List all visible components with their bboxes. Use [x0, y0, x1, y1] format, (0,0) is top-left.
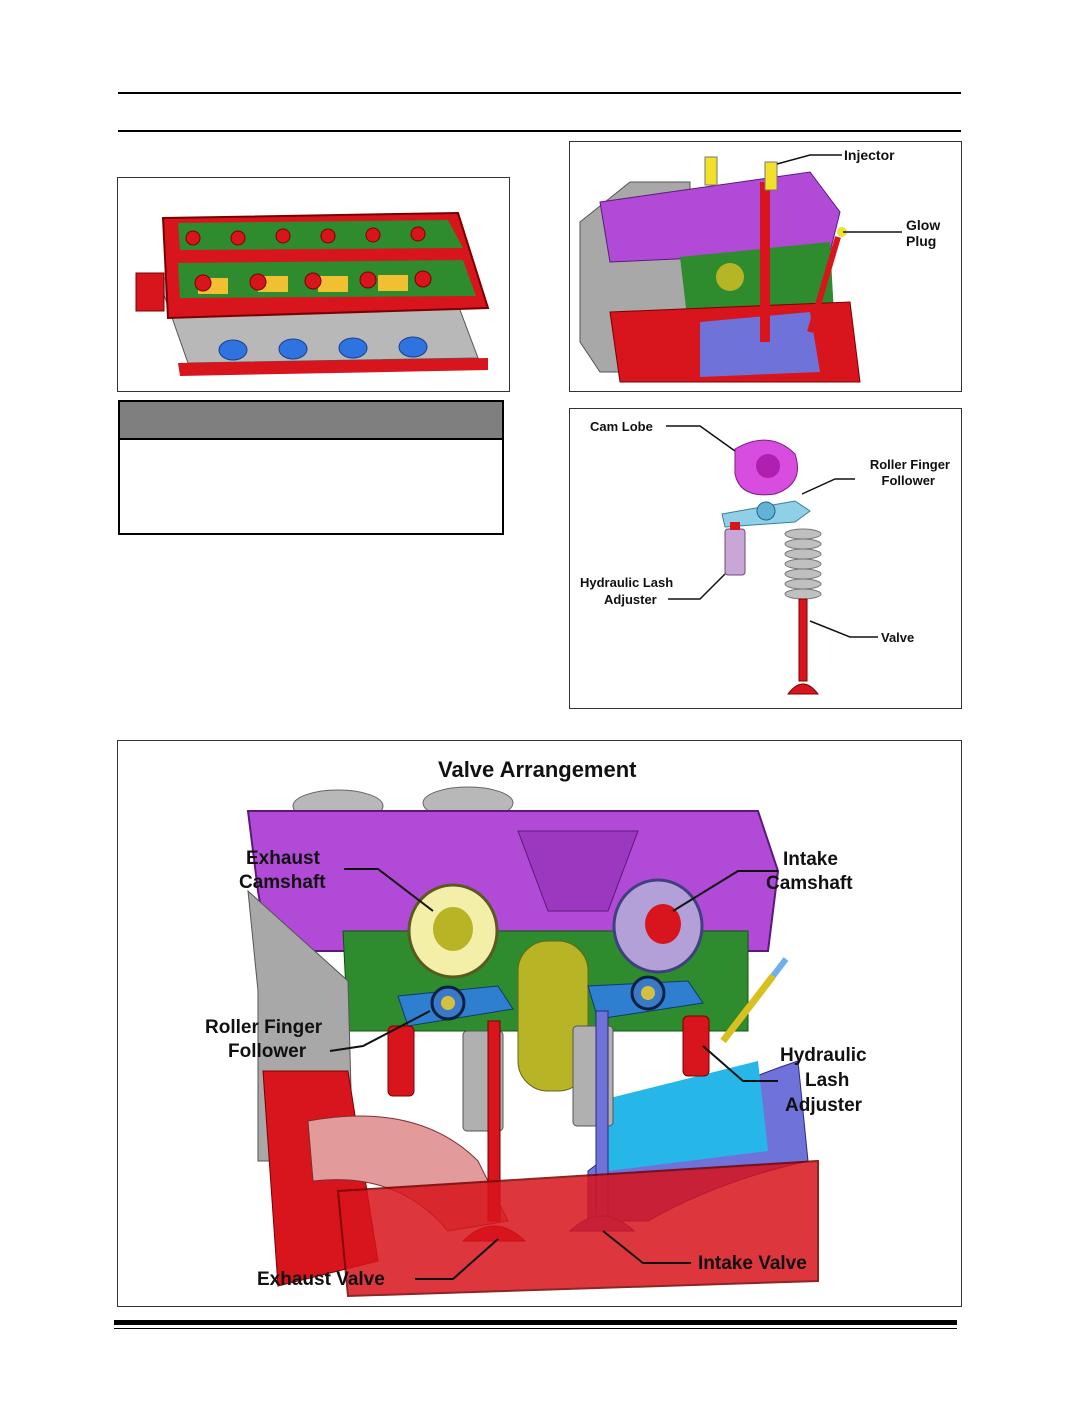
note-box-header [120, 402, 502, 440]
injector-leader [776, 154, 842, 165]
valve-leader [809, 620, 878, 638]
cylinder-head-illustration [135, 211, 490, 376]
valvetrain-detail-illustration: Cam Lobe Roller Finger Follower Hydrauli… [580, 419, 950, 695]
intake-camshaft-leader [672, 870, 778, 912]
glow-plug-callout-line2: Plug [906, 233, 936, 249]
roller-finger-callout-line2: Follower [228, 1041, 307, 1062]
cylinder-head-figure [117, 177, 510, 392]
roller-finger-leader [329, 1010, 431, 1052]
lash-adjuster-leader [668, 573, 726, 600]
figure-title: Valve Arrangement [438, 757, 637, 782]
lash-adjuster-callout-line1: Hydraulic [780, 1045, 867, 1066]
header-rule-bottom [118, 130, 961, 132]
injector-glowplug-illustration: Injector Glow Plug [579, 147, 940, 383]
roller-finger-callout-line2: Follower [882, 473, 935, 488]
roller-finger-follower-shape [721, 500, 811, 528]
exhaust-camshaft-callout-line1: Exhaust [246, 848, 321, 869]
roller-finger-callout-line1: Roller Finger [870, 457, 950, 472]
valvetrain-detail-figure: Cam Lobe Roller Finger Follower Hydrauli… [569, 408, 962, 709]
roller-finger-callout-line1: Roller Finger [205, 1017, 323, 1038]
lash-adjuster-shape [724, 522, 746, 576]
valve-spring-shape [784, 528, 822, 600]
exhaust-camshaft-callout-line2: Camshaft [239, 872, 326, 893]
exhaust-camshaft-shape [407, 883, 499, 979]
roller-finger-followers-shape [397, 975, 704, 1027]
glow-plug-callout-line1: Glow [906, 217, 940, 233]
injector-glowplug-figure: Injector Glow Plug [569, 141, 962, 392]
intake-valve-callout: Intake Valve [698, 1253, 807, 1274]
lash-adjuster-leader [702, 1045, 778, 1082]
intake-valve-leader [602, 1230, 691, 1264]
footer-rule-thick [114, 1320, 957, 1325]
header-rule-top [118, 92, 961, 94]
lash-adjuster-callout-line2: Lash [805, 1070, 849, 1091]
exhaust-valve-leader [415, 1238, 499, 1280]
cam-lobe-shape [734, 439, 798, 496]
intake-camshaft-callout-line2: Camshaft [766, 873, 853, 894]
lash-adjuster-callout-line1: Hydraulic Lash [580, 575, 673, 590]
cam-lobe-callout: Cam Lobe [590, 419, 653, 434]
footer-rule-thin [114, 1328, 957, 1329]
lash-adjuster-callout-line2: Adjuster [604, 592, 657, 607]
glow-plug-shape [720, 957, 789, 1044]
lash-adjusters-shape [387, 1015, 710, 1097]
valve-shape [786, 598, 820, 695]
cam-lobe-leader [666, 425, 736, 452]
note-box [118, 400, 504, 535]
valve-arrangement-illustration: Valve Arrangement Exhaust Camshaft Intak… [205, 757, 867, 1298]
valve-arrangement-figure: Valve Arrangement Exhaust Camshaft Intak… [117, 740, 962, 1307]
exhaust-valve-callout: Exhaust Valve [257, 1269, 385, 1290]
exhaust-camshaft-leader [344, 868, 434, 912]
roller-finger-leader [801, 478, 855, 495]
injector-callout: Injector [844, 147, 895, 163]
base-casting-shape [336, 1159, 819, 1298]
lash-adjuster-callout-line3: Adjuster [785, 1095, 863, 1116]
intake-camshaft-callout-line1: Intake [783, 849, 838, 870]
intake-camshaft-shape [612, 878, 704, 974]
valve-callout: Valve [881, 630, 914, 645]
